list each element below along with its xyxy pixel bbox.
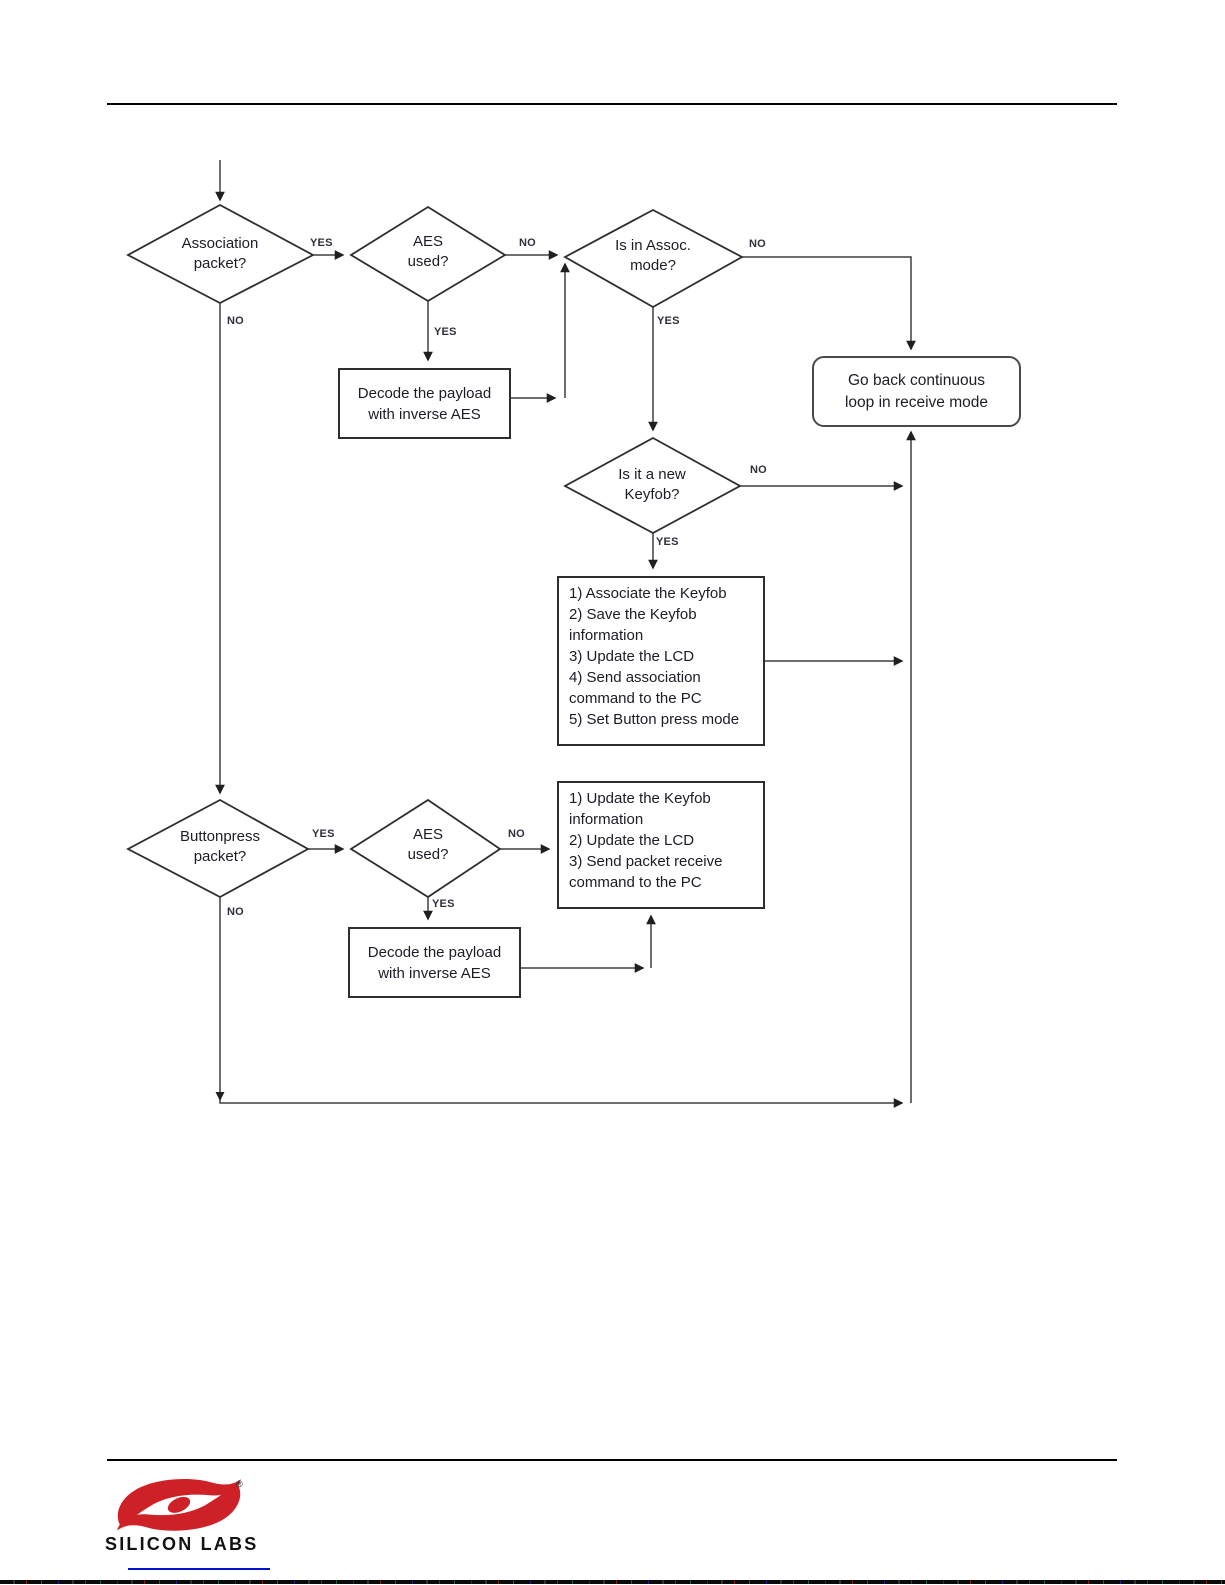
edge-label-assocmode-no: NO — [749, 238, 766, 250]
aes-used-2-label: AES used? — [407, 826, 449, 863]
association-packet-diamond — [126, 203, 315, 305]
arrowhead-buttonpress-no-elbow — [215, 1092, 225, 1101]
edge-label-keyfob-no: NO — [750, 464, 767, 476]
silicon-labs-logo-icon — [117, 1479, 241, 1531]
footer-link-underline — [128, 1568, 270, 1570]
is-in-assoc-mode-label: Is in Assoc. mode? — [615, 237, 691, 274]
edge-label-buttonpress-yes: YES — [312, 828, 335, 840]
logo-center-link — [167, 1496, 191, 1513]
edge-assocmode-no — [742, 256, 916, 351]
decode-payload-2-box: Decode the payload with inverse AES — [348, 927, 521, 998]
edge-label-assocmode-yes: YES — [657, 315, 680, 327]
edge-label-keyfob-yes: YES — [656, 536, 679, 548]
decode-payload-1-box: Decode the payload with inverse AES — [338, 368, 511, 439]
flowchart-connectors — [215, 160, 916, 1108]
top-horizontal-rule — [107, 103, 1117, 105]
logo-top-swoosh — [117, 1479, 241, 1528]
associate-keyfob-steps-box: 1) Associate the Keyfob 2) Save the Keyf… — [557, 576, 765, 746]
buttonpress-packet-label: Buttonpress packet? — [179, 828, 261, 865]
is-in-assoc-mode-diamond — [563, 208, 744, 309]
update-keyfob-steps-box: 1) Update the Keyfob information 2) Upda… — [557, 781, 765, 909]
association-packet-label: Association packet? — [181, 235, 259, 272]
is-new-keyfob-label: Is it a new Keyfob? — [618, 466, 686, 503]
edge-label-aes2-yes: YES — [432, 898, 455, 910]
logo-bottom-swoosh — [117, 1482, 241, 1531]
buttonpress-packet-diamond — [126, 798, 310, 899]
silicon-labs-wordmark: SILICON LABS — [105, 1534, 259, 1554]
edge-buttonpress-no — [219, 897, 904, 1108]
edge-label-buttonpress-no: NO — [227, 906, 244, 918]
go-back-loop-box: Go back continuous loop in receive mode — [812, 356, 1021, 427]
edge-label-association-yes: YES — [310, 237, 333, 249]
bottom-horizontal-rule — [107, 1459, 1117, 1461]
page-bottom-scan-artifact — [0, 1580, 1225, 1584]
edge-label-aes1-no: NO — [519, 237, 536, 249]
edge-label-aes1-yes: YES — [434, 326, 457, 338]
aes-used-1-diamond — [349, 205, 507, 303]
registered-trademark: ® — [236, 1479, 243, 1489]
edge-label-association-no: NO — [227, 315, 244, 327]
is-new-keyfob-diamond — [563, 436, 742, 535]
aes-used-2-diamond — [349, 798, 502, 899]
edge-label-aes2-no: NO — [508, 828, 525, 840]
aes-used-1-label: AES used? — [407, 233, 449, 270]
